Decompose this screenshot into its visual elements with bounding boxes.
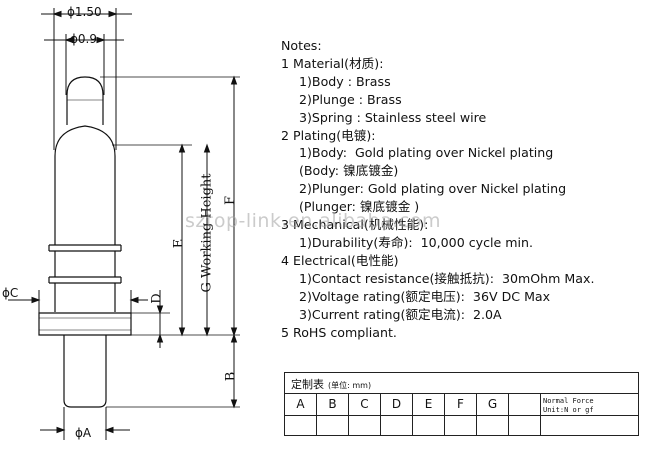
normal-force-label: Normal Force	[543, 397, 594, 405]
table-unit: (单位: mm)	[328, 381, 372, 390]
table-title-text: 定制表	[291, 378, 324, 391]
note-line: 1)Body : Brass	[299, 73, 391, 89]
note-line: 5 RoHS compliant.	[281, 324, 397, 340]
normal-force-header: Normal Force Unit:N or gf	[543, 397, 594, 415]
table-value-cell	[445, 416, 477, 435]
dim-phi-a: ϕA	[75, 426, 92, 440]
note-line: (Body: 镍底镀金)	[299, 163, 399, 179]
table-value-cell	[381, 416, 413, 435]
note-line: (Plunger: 镍底镀金 )	[299, 199, 420, 215]
dim-phi-1-50: ϕ1.50	[67, 5, 102, 19]
table-value-cell	[317, 416, 349, 435]
note-line: 1)Body: Gold plating over Nickel plating	[299, 145, 554, 161]
note-line: 3 Mechanical(机械性能):	[281, 217, 429, 233]
note-line: 4 Electrical(电性能)	[281, 252, 399, 268]
dim-g-working-height: G Working Height	[199, 173, 215, 293]
note-line: 3)Current rating(额定电流): 2.0A	[299, 306, 502, 322]
note-line: 2)Plunge : Brass	[299, 91, 402, 107]
dim-b: B	[223, 371, 239, 382]
table-blank-cell	[509, 394, 541, 416]
notes-block: Notes: 1 Material(材质): 1)Body : Brass 2)Plu…	[281, 37, 594, 341]
note-line: 2)Voltage rating(额定电压): 36V DC Max	[299, 288, 551, 304]
dim-phi-c: ϕC	[2, 286, 19, 300]
normal-force-unit: Unit:N or gf	[543, 406, 594, 414]
note-line: 1 Material(材质):	[281, 55, 384, 71]
dim-f: F	[223, 195, 239, 206]
table-value-cell	[413, 416, 445, 435]
table-blank-cell	[509, 416, 541, 435]
table-header-cell: C	[349, 394, 381, 416]
table-value-cell	[477, 416, 509, 435]
table-header-cell: F	[445, 394, 477, 416]
note-line: Notes:	[281, 38, 322, 53]
table-header-cell: A	[285, 394, 317, 416]
table-value-cell	[285, 416, 317, 435]
table-header-cell: E	[413, 394, 445, 416]
table-value-cell	[349, 416, 381, 435]
table-header-cell: G	[477, 394, 509, 416]
note-line: 3)Spring : Stainless steel wire	[299, 109, 487, 125]
watermark: sztop-link.en.alibaba.com	[185, 210, 442, 232]
note-line: 2)Plunger: Gold plating over Nickel plat…	[299, 181, 567, 197]
table-header-cell: D	[381, 394, 413, 416]
dim-phi-0-9: ϕ0.9	[70, 32, 97, 46]
table-value-row	[285, 415, 638, 435]
dim-e: E	[171, 238, 187, 249]
note-line: 2 Plating(电镀):	[281, 127, 376, 143]
note-line: 1)Contact resistance(接触抵抗): 30mOhm Max.	[299, 270, 595, 286]
table-title: 定制表 (单位: mm)	[291, 376, 371, 392]
note-line: 1)Durability(寿命): 10,000 cycle min.	[299, 234, 534, 250]
table-header-cell: B	[317, 394, 349, 416]
dim-d: D	[149, 293, 165, 304]
